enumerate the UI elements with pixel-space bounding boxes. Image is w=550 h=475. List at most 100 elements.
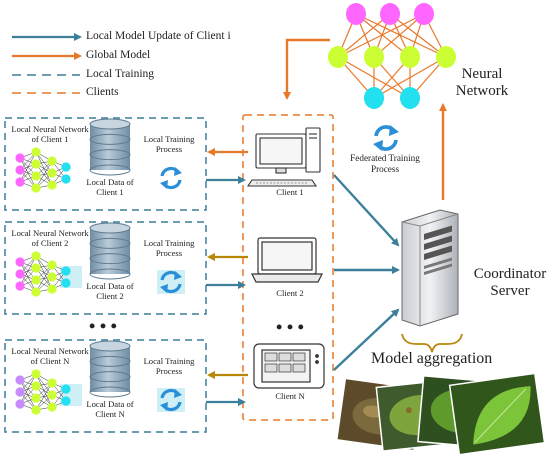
federated-training-label: Federated Training Process: [350, 153, 420, 174]
client-1-device-label: Client 1: [276, 187, 304, 197]
database-icon: [89, 222, 131, 280]
local-nn-node: [31, 183, 41, 193]
local-nn-node: [15, 387, 25, 397]
local-training-box-n: [4, 339, 207, 433]
local-neural-networks: [15, 147, 82, 415]
local-nn-node: [15, 257, 25, 267]
local-nn-node: [15, 153, 25, 163]
nn-edge: [373, 56, 447, 99]
legend: [12, 33, 82, 94]
nn-hidden-node: [400, 46, 420, 68]
local-nn-node: [15, 269, 25, 279]
nn-edge: [355, 13, 411, 58]
database-body: [90, 124, 130, 170]
nn-edge: [355, 13, 447, 58]
neural-network-label-text: Neural Network: [455, 66, 509, 100]
nn-hidden-node: [328, 46, 348, 68]
local-nn-node: [47, 284, 57, 294]
database-ring: [89, 371, 131, 383]
legend-label-local-training: Local Training: [86, 68, 155, 80]
legend-label-clients: Clients: [86, 86, 119, 98]
nn-input-node: [346, 3, 366, 25]
local-nn-node: [47, 168, 57, 178]
local-nn-node: [61, 396, 71, 406]
laptop-icon: [251, 237, 323, 283]
nn-output-node: [364, 87, 384, 109]
sync-arrowhead-top: [174, 167, 182, 176]
client-n-device-label: Client N: [275, 391, 305, 401]
legend-label-global: Global Model: [86, 49, 151, 61]
nn-edge: [337, 13, 391, 58]
model-aggregation-label: Model aggregation: [371, 350, 493, 367]
tablet-icon: [253, 343, 325, 389]
local-nn-node: [47, 378, 57, 388]
local-nn-node: [15, 375, 25, 385]
client-2-device-label: Client 2: [276, 288, 304, 298]
local-nn-edge: [35, 160, 53, 189]
database-icon: [89, 340, 131, 398]
database-body: [90, 228, 130, 274]
coordinator-server-icon: [401, 209, 459, 327]
local-neural-network-icon: [15, 369, 82, 415]
sync-arrowhead-top: [174, 389, 182, 398]
nn-hidden-node: [364, 46, 384, 68]
sync-icon: [157, 388, 185, 412]
local-training-box-1: [4, 117, 207, 211]
client-1-network-label: Local Neural Network of Client 1: [11, 124, 89, 144]
nn-edge: [373, 13, 425, 58]
local-nn-edge: [19, 151, 37, 183]
client-n-process-label: Local Training Process: [143, 356, 195, 376]
federated-sync-icon: [373, 125, 399, 151]
local-nn-node: [31, 275, 41, 285]
database-ring: [89, 164, 131, 176]
global-neural-network-graphic: [328, 3, 456, 109]
local-nn-node: [15, 177, 25, 187]
local-nn-node: [31, 251, 41, 261]
local-databases: [89, 118, 131, 398]
nn-input-node: [414, 3, 434, 25]
leaf-image-4: [448, 372, 546, 456]
sync-arrowhead-bottom: [160, 180, 168, 189]
local-nn-node: [31, 393, 41, 403]
database-ring: [89, 340, 131, 352]
local-nn-node: [15, 399, 25, 409]
database-ring: [89, 133, 131, 145]
client-2-data-label: Local Data of Client 2: [86, 281, 134, 301]
database-ring: [89, 237, 131, 249]
client-1-process-label: Local Training Process: [143, 134, 195, 154]
ellipsis-clients: • • •: [276, 317, 304, 337]
database-ring: [89, 386, 131, 398]
sync-icons: [157, 125, 399, 412]
local-nn-node: [47, 390, 57, 400]
database-ring: [89, 222, 131, 234]
client-n-network-label: Local Neural Network of Client N: [11, 346, 89, 366]
local-nn-edge: [35, 382, 53, 411]
legend-label-update: Local Model Update of Client i: [86, 30, 231, 42]
client-1-data-label: Local Data of Client 1: [86, 177, 134, 197]
local-nn-node: [61, 266, 71, 276]
local-nn-node: [15, 281, 25, 291]
sync-arrowhead-bottom: [160, 284, 168, 293]
client-2-process-label: Local Training Process: [143, 238, 195, 258]
database-ring: [89, 118, 131, 130]
local-nn-node: [31, 381, 41, 391]
sync-arrowhead-top: [174, 271, 182, 280]
nn-hidden-node: [436, 46, 456, 68]
aggregation-bracket: [401, 333, 463, 353]
database-ring: [89, 268, 131, 280]
local-nn-node: [47, 260, 57, 270]
leaf-images: [335, 372, 546, 456]
local-nn-node: [31, 159, 41, 169]
local-nn-node: [61, 162, 71, 172]
sync-arrowhead-bottom: [373, 140, 383, 151]
coordinator-server-label: Coordinator Server: [470, 266, 550, 301]
local-nn-node: [61, 278, 71, 288]
desktop-computer-icon: [246, 127, 321, 187]
sync-arrowhead-top: [389, 125, 399, 136]
neural-network-label: Neural Network: [447, 66, 517, 101]
global-model-distribution-arrow: [283, 38, 330, 100]
sync-arrowhead-bottom: [160, 402, 168, 411]
local-nn-node: [61, 384, 71, 394]
local-nn-node: [47, 156, 57, 166]
